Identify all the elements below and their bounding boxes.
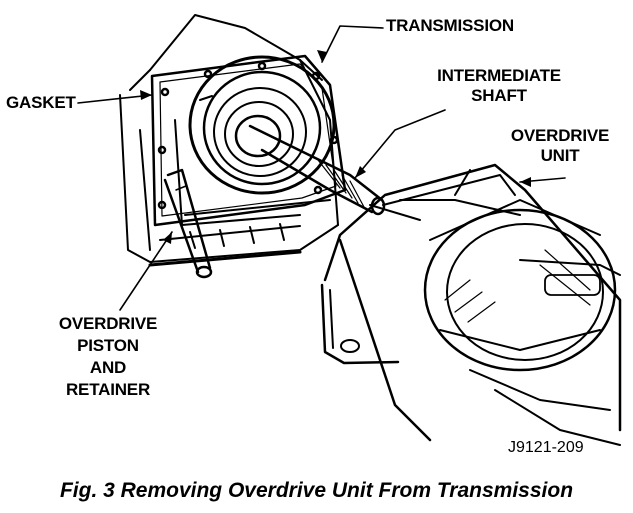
label-gasket: GASKET [6, 93, 76, 112]
intermediate-shaft-drawing [248, 124, 386, 216]
figure-code: J9121-209 [508, 439, 584, 456]
label-intermediate-shaft: INTERMEDIATE SHAFT [424, 66, 574, 106]
label-intermediate-shaft-line1: INTERMEDIATE [437, 66, 561, 85]
label-piston-line4: RETAINER [65, 380, 151, 399]
overdrive-unit-drawing [320, 163, 622, 446]
overdrive-piston-drawing [163, 168, 213, 279]
label-piston-line3: AND [89, 358, 127, 377]
label-overdrive-unit: OVERDRIVE UNIT [505, 126, 615, 166]
clutch-housing [188, 55, 336, 195]
label-overdrive-unit-line2: UNIT [540, 146, 580, 165]
label-overdrive-piston-and-retainer: OVERDRIVE PISTON AND RETAINER [48, 313, 168, 401]
label-overdrive-unit-line1: OVERDRIVE [510, 126, 610, 145]
label-piston-line2: PISTON [77, 336, 139, 355]
label-piston-line1: OVERDRIVE [58, 314, 158, 333]
label-transmission: TRANSMISSION [386, 16, 514, 35]
label-intermediate-shaft-line2: SHAFT [471, 86, 527, 105]
gasket-flange [150, 54, 347, 227]
figure-caption: Fig. 3 Removing Overdrive Unit From Tran… [59, 479, 574, 502]
